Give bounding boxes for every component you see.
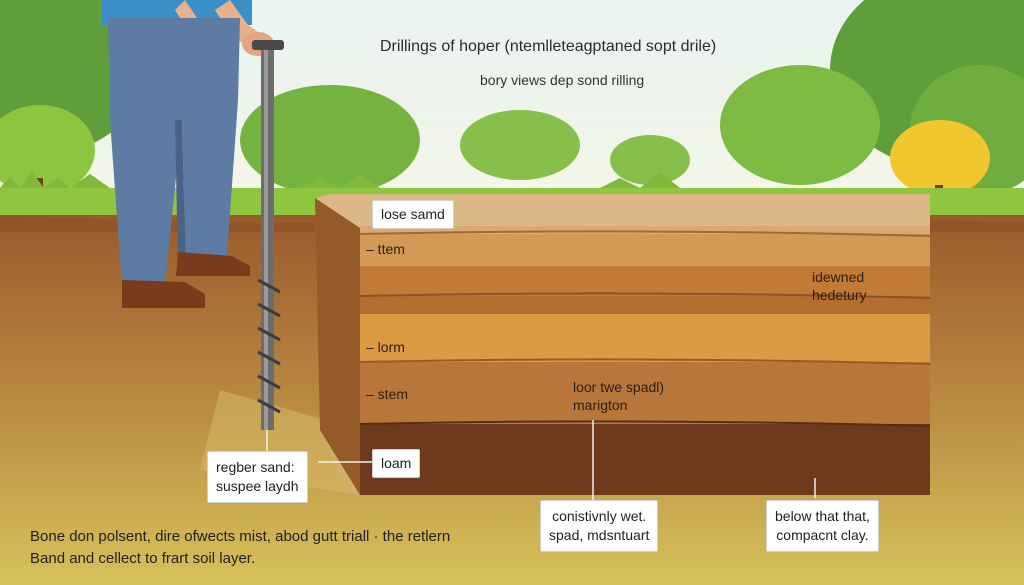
layer-3	[360, 314, 930, 362]
callout-middle: conistivnly wet. spad, mdsntuart	[540, 500, 659, 552]
layer-label-4b-line2: marigton	[573, 397, 628, 414]
caption-line2: Band and cellect to frart soil layer.	[30, 549, 256, 567]
layer-label-2: idewned hedetury	[812, 268, 866, 304]
callout-right-line1: below that that,	[775, 508, 870, 524]
callout-left-line2: suspee laydh	[216, 477, 299, 494]
caption-line1: Bone don polsent, dire ofwects mist, abo…	[30, 528, 451, 545]
layer-label-3: – lorm	[366, 339, 405, 355]
callout-right: below that that, compacnt clay.	[766, 500, 879, 552]
layer-label-2-line2: hedetury	[812, 287, 867, 304]
layer-label-4b-line1: loor twe spadl)	[573, 379, 665, 395]
layer-label-4: – stem	[366, 386, 409, 402]
diagram-subtitle: bory views dep sond rilling	[480, 72, 645, 88]
layer-2b	[360, 296, 930, 314]
layer-label-2-line1: idewned	[812, 269, 865, 285]
callout-middle-line1: conistivnly wet.	[552, 508, 647, 524]
diagram-title: Drillings of hoper (ntemlleteagptaned so…	[380, 38, 717, 55]
surface-label: lose samd	[372, 200, 454, 229]
callout-right-line2: compacnt clay.	[776, 526, 869, 543]
layer-4	[360, 362, 930, 424]
auger-drill-icon	[252, 40, 284, 430]
loam-label: loam	[372, 449, 421, 478]
callout-middle-line2: spad, mdsntuart	[549, 526, 650, 543]
layer-label-1: – ttem	[366, 241, 405, 257]
bush-icon	[0, 105, 990, 199]
diagram-caption: Bone don polsent, dire ofwects mist, abo…	[30, 526, 450, 570]
soil-cross-section	[315, 194, 931, 495]
layer-loose-sand	[360, 226, 930, 234]
layer-2	[360, 266, 930, 296]
layer-deep	[360, 424, 930, 495]
callout-left: regber sand: suspee laydh	[207, 451, 308, 503]
layer-1	[360, 234, 930, 266]
callout-left-line1: regber sand:	[216, 459, 295, 475]
layer-label-4b: loor twe spadl) marigton	[573, 378, 664, 414]
